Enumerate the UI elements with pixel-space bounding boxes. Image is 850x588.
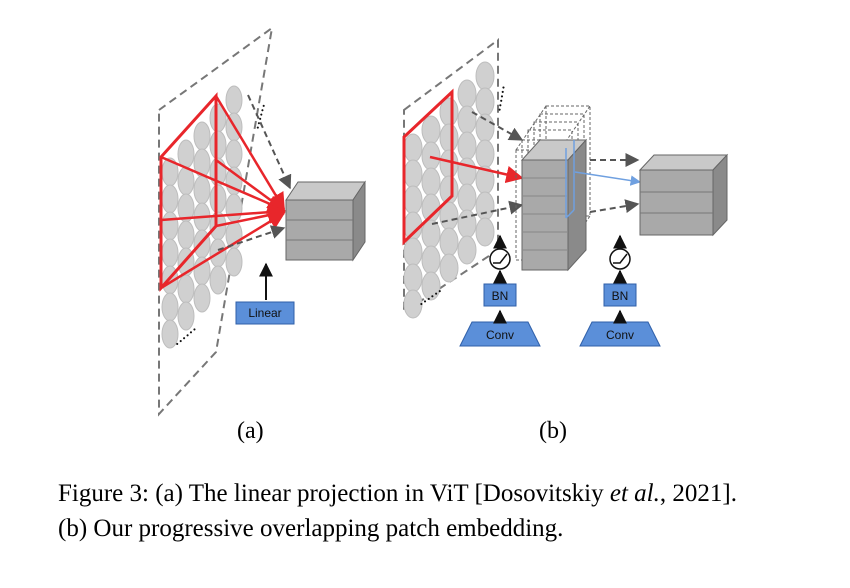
patch-oval: [439, 253, 459, 283]
figure-diagram: ...... ...... Linear: [158, 25, 729, 417]
patch-oval: [403, 185, 423, 215]
linear-box: Linear: [235, 301, 295, 325]
patch-oval: [193, 283, 211, 313]
conv-box-2: [579, 321, 661, 347]
bn-label-2: BN: [612, 289, 629, 303]
blue-arrow-b: [574, 171, 642, 186]
patch-oval: [177, 274, 195, 304]
patch-oval: [193, 175, 211, 205]
patch-oval: [161, 238, 179, 268]
ops-stage-1: Conv BN: [459, 234, 541, 347]
patch-oval: [225, 139, 243, 169]
dashed-arrow-a-1: [247, 94, 292, 190]
dashed-arrow-a-2: [217, 225, 286, 251]
patch-oval: [177, 139, 195, 169]
ops-stage-2: Conv BN: [579, 234, 661, 347]
patch-oval: [475, 139, 495, 169]
patch-oval: [457, 209, 477, 239]
patch-oval: [457, 183, 477, 213]
patch-oval: [403, 289, 423, 319]
caption-line1-prefix: Figure 3: (a) The linear projection in V…: [58, 480, 610, 507]
patch-oval: [161, 292, 179, 322]
patch-grid-b: [403, 61, 495, 319]
bn-label-1: BN: [492, 289, 509, 303]
patch-oval: [225, 193, 243, 223]
feature-stack-b: [515, 105, 591, 272]
ellipsis-top-a: ......: [243, 100, 269, 131]
patch-oval: [457, 157, 477, 187]
patch-oval: [403, 159, 423, 189]
panel-a-label: (a): [237, 418, 264, 444]
red-arrow-b: [429, 155, 524, 184]
patch-oval: [475, 191, 495, 221]
panel-a: ...... ...... Linear: [158, 25, 366, 417]
patch-oval: [439, 123, 459, 153]
panel-b: ...... ......: [402, 38, 729, 347]
patch-oval: [457, 79, 477, 109]
caption-line2: (b) Our progressive overlapping patch em…: [58, 515, 564, 542]
caption-line1-suffix: , 2021].: [659, 480, 737, 507]
bn-box-2: [603, 283, 637, 307]
caption-line1-italic: et al.: [609, 480, 660, 507]
patch-oval: [421, 245, 441, 275]
patch-oval: [209, 130, 227, 160]
patch-oval: [161, 184, 179, 214]
patch-oval: [177, 220, 195, 250]
bn-box-1: [483, 283, 517, 307]
patch-oval: [421, 167, 441, 197]
patch-oval: [439, 227, 459, 257]
ellipsis-top-b: ......: [484, 83, 508, 113]
patch-oval: [193, 121, 211, 151]
patch-oval: [177, 301, 195, 331]
patch-oval: [475, 217, 495, 247]
patch-oval: [209, 184, 227, 214]
patch-oval: [209, 265, 227, 295]
activation-icon-1: [489, 248, 511, 270]
output-cube-a: [285, 180, 366, 262]
figure-caption: Figure 3: (a) The linear projection in V…: [58, 476, 848, 546]
patch-oval: [225, 85, 243, 115]
panel-b-label: (b): [539, 418, 567, 444]
activation-icon-2: [609, 248, 631, 270]
patch-oval: [421, 271, 441, 301]
patch-oval: [421, 115, 441, 145]
patch-oval: [225, 247, 243, 277]
patch-oval: [161, 319, 179, 349]
dashed-arrow-b-2: [431, 200, 524, 225]
patch-outline-b: [402, 88, 454, 246]
patch-oval: [193, 256, 211, 286]
conv-box-1: [459, 321, 541, 347]
patch-oval: [161, 211, 179, 241]
patch-oval: [403, 237, 423, 267]
patch-oval: [457, 105, 477, 135]
patch-oval: [457, 131, 477, 161]
patch-oval: [403, 133, 423, 163]
image-plane-a: [158, 25, 274, 417]
linear-label: Linear: [248, 306, 281, 320]
output-cube-b: [638, 153, 729, 237]
dashed-arrow-b-4: [589, 199, 640, 213]
patch-oval: [457, 235, 477, 265]
conv-label-2: Conv: [606, 328, 634, 342]
red-arrows-a: [160, 95, 286, 290]
conv-label-1: Conv: [486, 328, 514, 342]
